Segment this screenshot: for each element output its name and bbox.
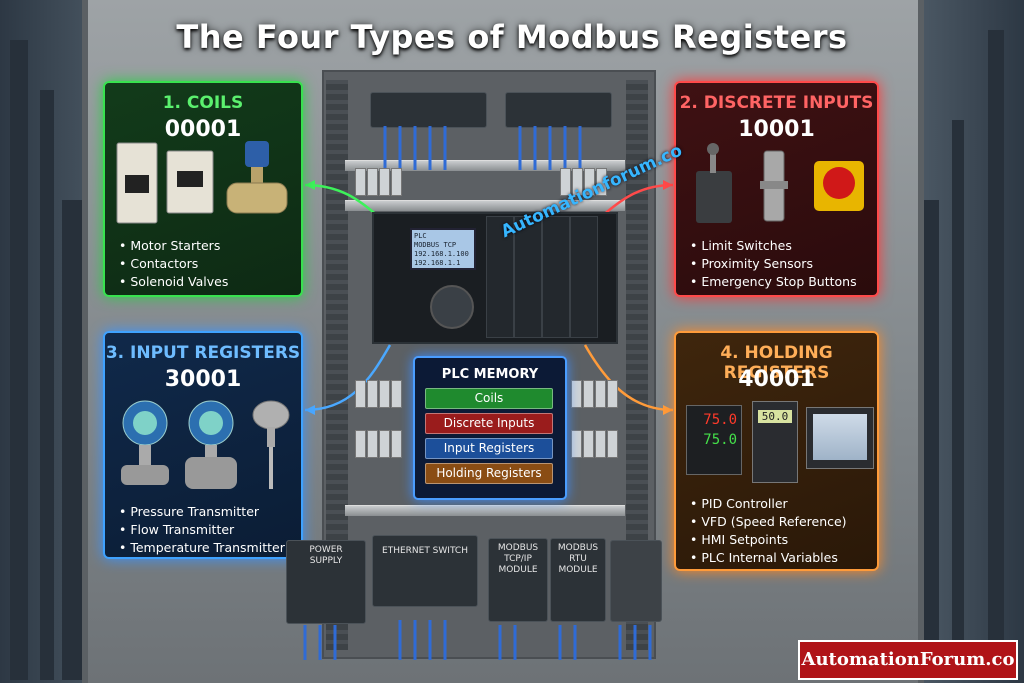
solenoid-valve-icon <box>226 141 288 214</box>
plc-io-module <box>514 216 542 338</box>
input-address: 30001 <box>164 367 242 392</box>
network-switch-top-left <box>370 92 487 128</box>
vfd-icon: 50.0 <box>752 401 798 483</box>
input-devices-illustration <box>121 400 290 489</box>
temperature-transmitter-icon <box>252 400 290 489</box>
limit-switch-icon <box>696 143 732 223</box>
plc-navigation-keypad <box>430 285 474 329</box>
plc-memory-box: PLC MEMORY Coils Discrete Inputs Input R… <box>413 356 567 500</box>
coils-title: 1. COILS <box>162 93 244 113</box>
power-supply: POWER SUPPLY <box>286 540 366 624</box>
emergency-stop-icon <box>814 161 864 211</box>
din-rail <box>345 505 625 516</box>
plc-io-module <box>570 216 598 338</box>
modbus-tcp-module: MODBUS TCP/IP MODULE <box>488 538 548 622</box>
input-title: 3. INPUT REGISTERS <box>105 343 301 363</box>
holding-address: 40001 <box>738 367 815 392</box>
din-rail <box>345 200 625 211</box>
list-item: PLC Internal Variables <box>690 549 847 567</box>
memory-row-coils: Coils <box>425 388 553 409</box>
holding-list: PID Controller VFD (Speed Reference) HMI… <box>690 495 847 567</box>
memory-row-input-registers: Input Registers <box>425 438 553 459</box>
list-item: PID Controller <box>690 495 847 513</box>
plc-io-module <box>486 216 514 338</box>
coils-panel: 1. COILS 00001 Motor Starters Contactors… <box>103 81 303 297</box>
input-registers-panel: 3. INPUT REGISTERS 30001 Pressure Transm… <box>103 331 303 559</box>
discrete-title: 2. DISCRETE INPUTS <box>679 93 874 113</box>
list-item: VFD (Speed Reference) <box>690 513 846 531</box>
discrete-devices-illustration <box>696 143 864 223</box>
ethernet-switch: ETHERNET SWITCH <box>372 535 478 607</box>
discrete-inputs-panel: 2. DISCRETE INPUTS 10001 Limit Switches … <box>674 81 879 297</box>
din-rail <box>345 160 625 171</box>
holding-connection-arrow <box>583 344 674 412</box>
brand-logo: AutomationForum.co <box>798 640 1018 680</box>
holding-title: 4. HOLDING REGISTERS <box>720 343 833 383</box>
list-item: Pressure Transmitter <box>119 503 285 521</box>
wire-duct-right <box>626 80 648 650</box>
network-switch-top-right <box>505 92 612 128</box>
flow-transmitter-icon <box>185 400 237 489</box>
contactor-icon <box>116 142 214 224</box>
plc-display: PLC MODBUS TCP 192.168.1.100 192.168.1.1 <box>410 228 476 270</box>
page-title: The Four Types of Modbus Registers <box>176 18 848 56</box>
refinery-background-right <box>914 0 1024 683</box>
discrete-address: 10001 <box>738 117 815 142</box>
coils-address: 00001 <box>164 117 242 142</box>
list-item: Motor Starters <box>119 237 228 255</box>
holding-registers-panel: 4. HOLDING REGISTERS 40001 75.0 75.0 50.… <box>674 331 879 571</box>
list-item: Emergency Stop Buttons <box>690 273 856 291</box>
pressure-transmitter-icon <box>121 400 169 485</box>
hmi-icon <box>806 407 874 469</box>
wire-duct-left <box>326 80 348 650</box>
memory-row-holding-registers: Holding Registers <box>425 463 553 484</box>
memory-title: PLC MEMORY <box>441 367 539 382</box>
list-item: HMI Setpoints <box>690 531 847 549</box>
proximity-sensor-icon <box>760 150 788 222</box>
coils-list: Motor Starters Contactors Solenoid Valve… <box>119 237 228 291</box>
coils-devices-illustration <box>116 141 288 224</box>
pid-controller-icon: 75.0 75.0 <box>686 405 742 475</box>
terminal-block-group <box>610 540 662 622</box>
list-item: Limit Switches <box>690 237 857 255</box>
plc-io-module <box>542 216 570 338</box>
input-list: Pressure Transmitter Flow Transmitter Te… <box>119 503 285 557</box>
list-item: Temperature Transmitter <box>119 539 284 557</box>
list-item: Solenoid Valves <box>119 273 228 291</box>
discrete-list: Limit Switches Proximity Sensors Emergen… <box>690 237 857 291</box>
list-item: Contactors <box>119 255 228 273</box>
list-item: Proximity Sensors <box>690 255 857 273</box>
list-item: Flow Transmitter <box>119 521 285 539</box>
modbus-rtu-module: MODBUS RTU MODULE <box>550 538 606 622</box>
memory-row-discrete-inputs: Discrete Inputs <box>425 413 553 434</box>
refinery-background-left <box>0 0 95 683</box>
